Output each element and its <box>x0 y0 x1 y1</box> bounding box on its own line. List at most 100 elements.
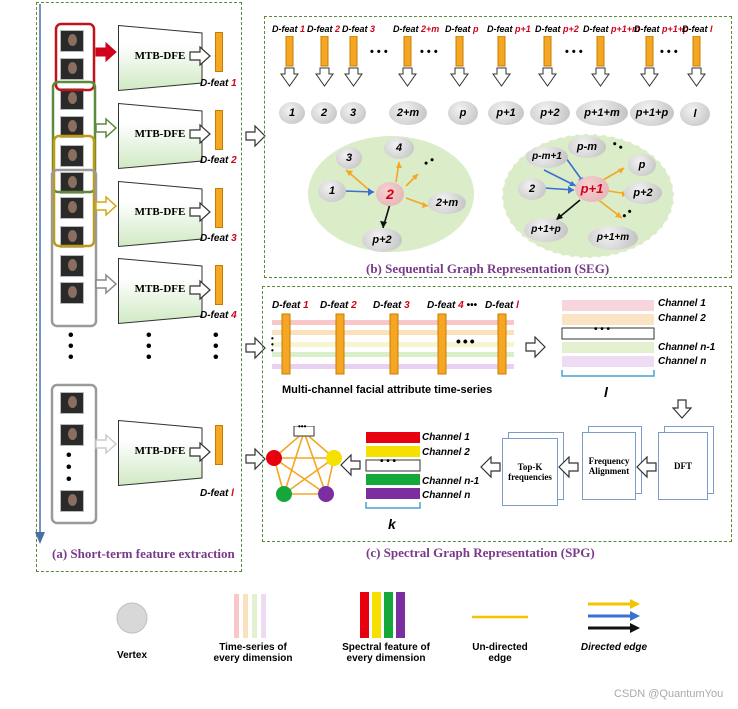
face-frame <box>60 172 84 194</box>
channel-label: Channel n-1 <box>658 342 716 353</box>
mtb-dfe-label: MTB-DFE <box>134 283 186 295</box>
panel-b-caption: (b) Sequential Graph Representation (SEG… <box>366 261 610 276</box>
channel-dots: • • • <box>594 324 611 335</box>
seg-node: 1 <box>318 180 346 202</box>
seg-vertex: p <box>448 101 478 125</box>
seg-node: 4 <box>384 137 414 159</box>
face-frame <box>60 282 84 304</box>
ts-caption: Multi-channel facial attribute time-seri… <box>282 384 493 396</box>
panel-a-caption: (a) Short-term feature extraction <box>52 546 235 561</box>
face-frame <box>60 392 84 414</box>
face-frame <box>60 145 84 167</box>
seg-feat-label: D-feat p+1+m <box>583 24 641 34</box>
seg-ellipsis: • • • <box>370 46 388 58</box>
seg-node: 2 <box>518 178 546 200</box>
row-dots: ••• <box>68 327 74 366</box>
seg-node: p <box>628 154 656 176</box>
mtb-dfe-label: MTB-DFE <box>134 206 186 218</box>
brace-k-label: k <box>388 516 396 532</box>
panel-a <box>36 2 242 572</box>
feat-label: D-feat 4 <box>200 310 237 321</box>
seg-node: p+1+m <box>588 226 638 250</box>
face-frame <box>60 255 84 277</box>
legend-spectral: Spectral feature of every dimension <box>342 642 430 664</box>
seg-node: p-m <box>568 136 606 158</box>
seg-vertex: 2 <box>311 102 337 124</box>
ts-to-channels-arrow <box>525 336 546 359</box>
seg-feat-label: D-feat 2+m <box>393 24 440 34</box>
seg-feat-label: D-feat p <box>445 24 479 34</box>
seg-vertex: p+2 <box>530 101 570 125</box>
panel-b <box>264 16 732 278</box>
legend-vertex: Vertex <box>116 650 148 661</box>
seg-feat-label: D-feat p+1+p <box>634 24 689 34</box>
face-frame <box>60 116 84 138</box>
face-frame <box>60 197 84 219</box>
seg-vertex: l <box>680 102 710 126</box>
feat-bar <box>215 32 223 72</box>
legend-directed: Directed edge <box>580 642 648 653</box>
face-frame <box>60 490 84 512</box>
channel-label: Channel 2 <box>658 313 706 324</box>
seg-node: p+2 <box>624 182 662 204</box>
feat-bar <box>215 188 223 228</box>
seg-feat-label: D-feat p+2 <box>535 24 579 34</box>
mtb-dfe-label: MTB-DFE <box>134 128 186 140</box>
mtb-dfe-block <box>118 258 202 324</box>
seg-feat-label: D-feat 2 <box>307 24 341 34</box>
seg-ellipsis: • • • <box>660 46 678 58</box>
feat-label: D-feat 2 <box>200 155 237 166</box>
seg-vertex: p+1+p <box>630 100 674 126</box>
face-frame <box>60 30 84 52</box>
row-dots: ••• <box>213 327 219 366</box>
channels-to-dft-arrow <box>672 399 692 419</box>
spectral-graph <box>266 426 342 502</box>
seg-node: p-m+1 <box>526 146 568 168</box>
topk-box: Top-K frequencies <box>502 438 558 506</box>
ts-feat-label: D-feat 3 <box>373 300 410 311</box>
seg-center-vertex: p+1 <box>575 176 609 202</box>
feat-label: D-feat 1 <box>200 78 237 89</box>
spectral-channel-label: Channel n-1 <box>422 476 480 487</box>
feat-label: D-feat l <box>200 488 234 499</box>
ts-dots: ••• <box>456 333 477 349</box>
face-dots: ••• <box>66 447 72 488</box>
spectral-channel-label: Channel n <box>422 490 471 501</box>
timeline-arrow <box>35 4 45 544</box>
spectral-channel-label: Channel 1 <box>422 432 470 443</box>
row-dots: ••• <box>146 327 152 366</box>
mtb-dfe-block <box>118 181 202 247</box>
face-frame <box>60 424 84 446</box>
spectral-channel-label: Channel 2 <box>422 447 470 458</box>
a-to-bc-arrows <box>245 124 266 471</box>
directed-legend-icon <box>588 599 640 633</box>
seg-vertex: p+1+m <box>576 100 628 126</box>
pipeline-arrows <box>480 456 657 479</box>
mtb-dfe-label: MTB-DFE <box>134 445 186 457</box>
seg-feat-label: D-feat 1 <box>272 24 306 34</box>
mtb-dfe-block <box>118 25 202 91</box>
feat-label: D-feat 3 <box>200 233 237 244</box>
spectral-graph-dots: ••• <box>298 422 307 431</box>
spectral-legend-icon <box>360 592 405 638</box>
seg-ellipsis: • • • <box>420 46 438 58</box>
mtb-outlines <box>118 25 203 487</box>
window-boxes <box>50 22 98 525</box>
window-arrows <box>95 41 118 455</box>
seg-node: 3 <box>336 147 362 169</box>
panel-c <box>262 286 732 542</box>
feat-bar <box>215 425 223 465</box>
seg-feat-label: D-feat 3 <box>342 24 376 34</box>
seg-vertex: 2+m <box>389 101 427 125</box>
channel-stack-top <box>561 300 655 377</box>
legend-timeseries: Time-series of every dimension <box>213 642 293 664</box>
spectral-bars <box>365 432 421 509</box>
mtb-dfe-label: MTB-DFE <box>134 50 186 62</box>
panel-c-caption: (c) Spectral Graph Representation (SPG) <box>366 545 595 560</box>
ts-side-dots: ••• <box>271 334 274 355</box>
watermark: CSDN @QuantumYou <box>614 688 724 700</box>
seg-node: 2+m <box>428 192 466 214</box>
seg-feat-label: D-feat p+1 <box>487 24 531 34</box>
seg-bars <box>280 36 706 87</box>
face-frame <box>60 58 84 80</box>
